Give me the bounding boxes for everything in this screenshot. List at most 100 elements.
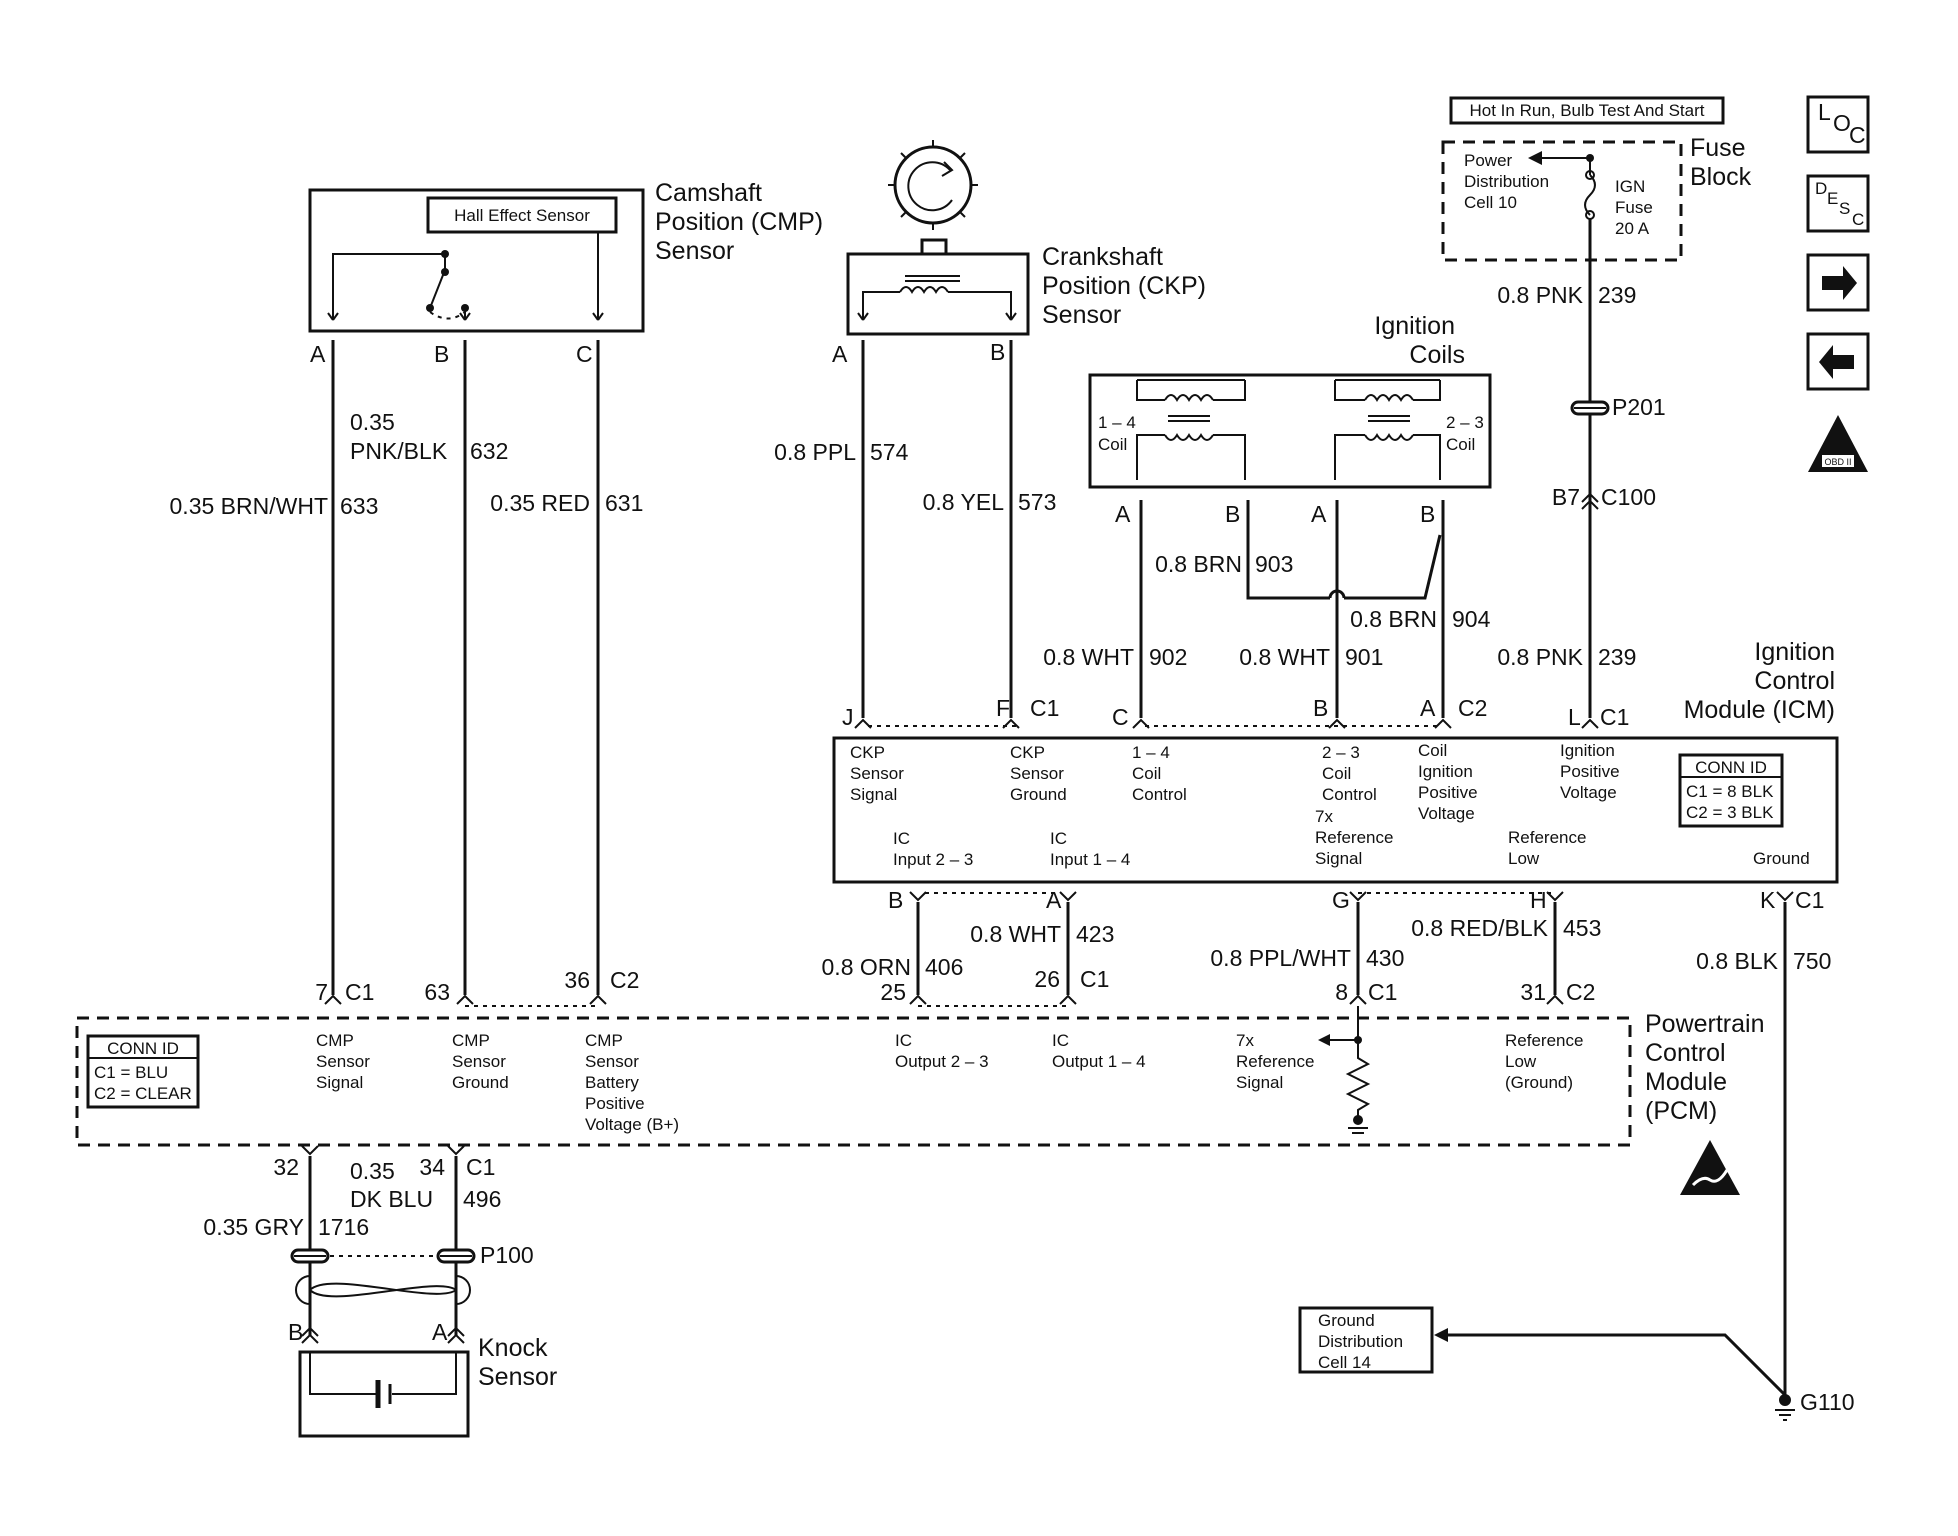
pcm-lbl-cmp-bat-3: Battery xyxy=(585,1073,639,1092)
wire-573-size: 0.8 YEL xyxy=(923,489,1005,515)
icm-bpin-k-conn: C1 xyxy=(1795,887,1824,913)
cmp-wires: 0.35 BRN/WHT 633 0.35 PNK/BLK 632 0.35 R… xyxy=(170,340,643,995)
icm-bpin-a: A xyxy=(1046,887,1062,913)
pull-up-resistor-icon xyxy=(1318,1006,1371,1134)
icm-pin-b: B xyxy=(1313,695,1328,721)
p100-label: P100 xyxy=(480,1242,534,1268)
icm-connid-c1: C1 = 8 BLK xyxy=(1686,782,1774,801)
pcm-lbl-cmp-sig-3: Signal xyxy=(316,1073,363,1092)
coils-title-1: Ignition xyxy=(1374,312,1455,340)
knock-pin-b: B xyxy=(288,1319,303,1345)
pdc-label-3: Cell 10 xyxy=(1464,193,1517,212)
fuse-title-2: Block xyxy=(1690,163,1752,191)
pcm-lbl-cmp-sig-1: CMP xyxy=(316,1031,354,1050)
icm-lbl-ckp-sig-3: Signal xyxy=(850,785,897,804)
icm-module: J F C1 C B A C2 L C1 CKP Sensor Signal C… xyxy=(832,638,1839,913)
ckp-wires: 0.8 PPL 574 0.8 YEL 573 xyxy=(774,340,1056,718)
wire-239a-num: 239 xyxy=(1598,282,1636,308)
icm-bpin-k: K xyxy=(1760,887,1776,913)
coil-23-label-1: 2 – 3 xyxy=(1446,413,1484,432)
pcm-connid-title: CONN ID xyxy=(107,1039,179,1058)
pdc-label-2: Distribution xyxy=(1464,172,1549,191)
icm-lbl-ckp-sig-2: Sensor xyxy=(850,764,904,783)
icm-lbl-ic-in14-1: IC xyxy=(1050,829,1067,848)
icm-lbl-ign-2: Positive xyxy=(1560,762,1620,781)
icm-title-2: Control xyxy=(1754,667,1835,695)
ckp-pin-a: A xyxy=(832,341,848,367)
wire-496-num: 496 xyxy=(463,1186,501,1212)
icm-lbl-14-3: Control xyxy=(1132,785,1187,804)
wire-904-num: 904 xyxy=(1452,606,1491,632)
wire-573-num: 573 xyxy=(1018,489,1056,515)
icm-pcm-wires: 0.8 ORN 406 0.8 WHT 423 0.8 PPL/WHT 430 … xyxy=(822,902,1831,1395)
wire-750-num: 750 xyxy=(1793,948,1831,974)
coils-title-2: Coils xyxy=(1409,341,1465,369)
c100-label: C100 xyxy=(1601,484,1656,510)
cmp-title-1: Camshaft xyxy=(655,179,762,207)
desc-icon[interactable]: D E S C xyxy=(1806,174,1870,233)
pcm-pin-36: 36 xyxy=(564,967,590,993)
knock-sensor-wires: 0.35 GRY 1716 0.35 DK BLU 496 P100 xyxy=(203,1156,534,1344)
cmp-title-2: Position (CMP) xyxy=(655,208,823,236)
icm-lbl-ckp-gnd-2: Sensor xyxy=(1010,764,1064,783)
icm-title-3: Module (ICM) xyxy=(1684,696,1835,724)
icm-lbl-23-3: Control xyxy=(1322,785,1377,804)
wire-903-num: 903 xyxy=(1255,551,1293,577)
g110-label: G110 xyxy=(1800,1389,1855,1415)
pcm-pin-26-conn: C1 xyxy=(1080,966,1109,992)
pcm-title-1: Powertrain xyxy=(1645,1010,1765,1038)
icm-lbl-ckp-gnd-3: Ground xyxy=(1010,785,1067,804)
icm-lbl-reflow-2: Low xyxy=(1508,849,1540,868)
pcm-lbl-ic-out23-2: Output 2 – 3 xyxy=(895,1052,989,1071)
wire-901-num: 901 xyxy=(1345,644,1383,670)
coil-14-label-2: Coil xyxy=(1098,435,1127,454)
wire-632-num: 632 xyxy=(470,438,508,464)
fuse-banner: Hot In Run, Bulb Test And Start xyxy=(1470,101,1705,120)
icm-lbl-7x-3: Signal xyxy=(1315,849,1362,868)
wire-902-num: 902 xyxy=(1149,644,1187,670)
pcm-lbl-cmp-gnd-3: Ground xyxy=(452,1073,509,1092)
icm-lbl-7x-2: Reference xyxy=(1315,828,1393,847)
pcm-pin-63: 63 xyxy=(424,979,450,1005)
icm-pin-l: L xyxy=(1568,704,1581,730)
pcm-pin-36-conn: C2 xyxy=(610,967,639,993)
wire-633-size: 0.35 BRN/WHT xyxy=(170,493,328,519)
pcm-lbl-ic-out14-2: Output 1 – 4 xyxy=(1052,1052,1146,1071)
icm-bpin-h: H xyxy=(1530,887,1547,913)
pcm-pin-7: 7 xyxy=(315,979,328,1005)
pcm-connid-c2: C2 = CLEAR xyxy=(94,1084,192,1103)
ign-fuse-label-2: Fuse xyxy=(1615,198,1653,217)
pcm-lbl-7x-2: Reference xyxy=(1236,1052,1314,1071)
gnd-box-2: Distribution xyxy=(1318,1332,1403,1351)
icm-pin-j: J xyxy=(842,704,854,730)
pcm-pin-7-conn: C1 xyxy=(345,979,374,1005)
wire-631-num: 631 xyxy=(605,490,643,516)
wire-423-size: 0.8 WHT xyxy=(970,921,1061,947)
wire-430-size: 0.8 PPL/WHT xyxy=(1210,945,1351,971)
coil-wires: 0.8 BRN 903 0.8 BRN 904 0.8 WHT 902 0.8 … xyxy=(1043,500,1491,718)
icm-pin-a-conn: C2 xyxy=(1458,695,1487,721)
cmp-sensor: Hall Effect Sensor Camshaft Position (CM… xyxy=(308,179,823,367)
wire-430-num: 430 xyxy=(1366,945,1404,971)
coil-pin-b1: B xyxy=(1225,501,1240,527)
wire-1716-size: 0.35 GRY xyxy=(203,1214,304,1240)
ckp-sensor: Crankshaft Position (CKP) Sensor A B xyxy=(832,140,1206,367)
arrow-right-icon[interactable] xyxy=(1806,253,1870,312)
loc-icon[interactable]: L O C xyxy=(1806,95,1870,154)
wire-453-num: 453 xyxy=(1563,915,1601,941)
pcm-lbl-cmp-bat-5: Voltage (B+) xyxy=(585,1115,679,1134)
arrow-left-icon[interactable] xyxy=(1806,332,1870,391)
pcm-pin-8: 8 xyxy=(1335,979,1348,1005)
pcm-bpin-34-conn: C1 xyxy=(466,1154,495,1180)
wire-902-size: 0.8 WHT xyxy=(1043,644,1134,670)
ckp-title-1: Crankshaft xyxy=(1042,243,1163,271)
icm-lbl-23-2: Coil xyxy=(1322,764,1351,783)
pcm-title-2: Control xyxy=(1645,1039,1726,1067)
coil-23-label-2: Coil xyxy=(1446,435,1475,454)
wire-239a-size: 0.8 PNK xyxy=(1497,282,1583,308)
icm-lbl-coil-1: Coil xyxy=(1418,741,1447,760)
icm-lbl-7x-1: 7x xyxy=(1315,807,1333,826)
icm-lbl-coil-3: Positive xyxy=(1418,783,1478,802)
pcm-lbl-ic-out14-1: IC xyxy=(1052,1031,1069,1050)
svg-text:S: S xyxy=(1839,199,1850,218)
